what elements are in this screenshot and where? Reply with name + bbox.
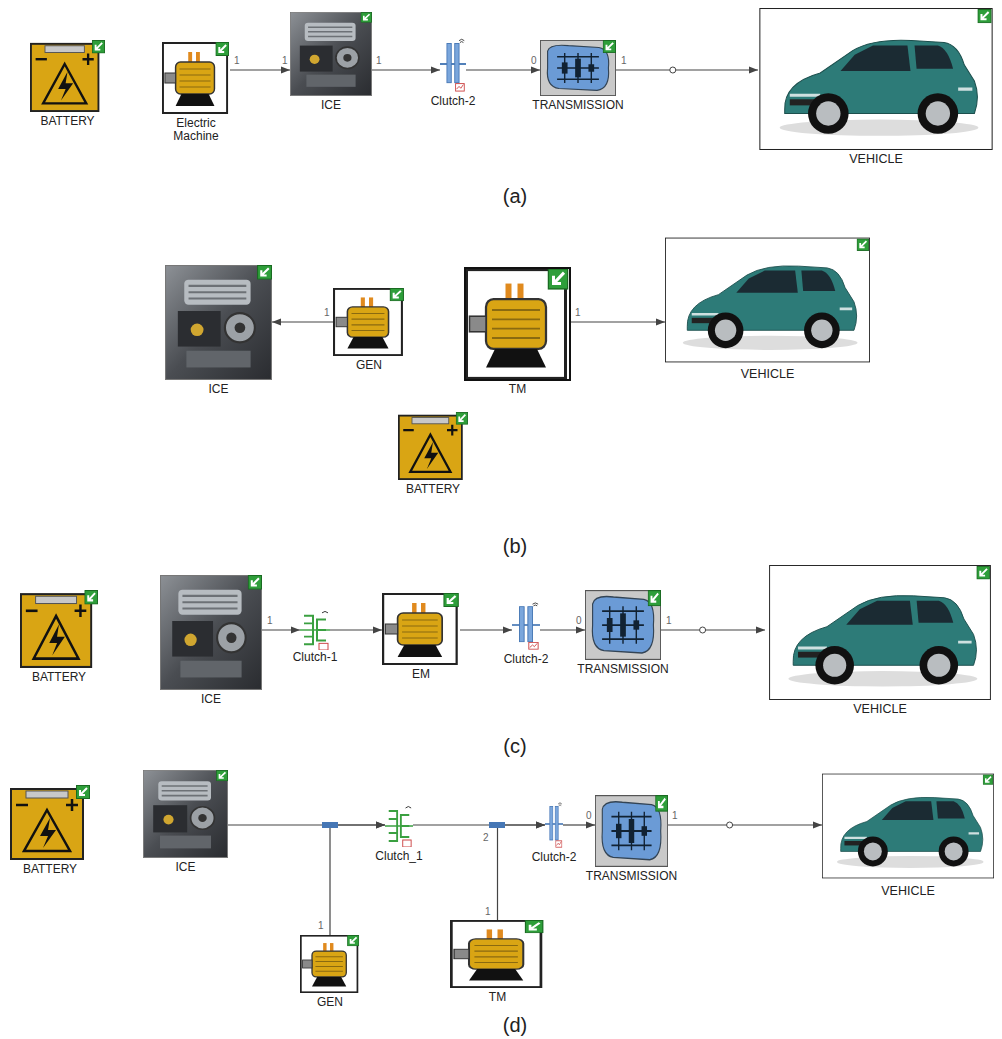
port-number: 0	[576, 615, 582, 626]
node-label: ICE	[208, 383, 228, 396]
component-node: TM	[465, 268, 570, 380]
shaft-connector	[372, 69, 440, 70]
port-number: 2	[483, 832, 489, 843]
component-node: BATTERY	[10, 785, 90, 860]
component-node: VEHICLE	[822, 770, 994, 882]
component-node: Clutch-2	[512, 600, 540, 650]
node-label: Clutch-2	[504, 653, 549, 666]
port-number: 1	[267, 615, 273, 626]
node-label: GEN	[356, 359, 382, 372]
shaft-connector	[330, 629, 382, 630]
shaft-connector	[272, 321, 333, 322]
node-label: TM	[489, 991, 506, 1004]
node-label: ICE	[321, 99, 341, 112]
shaft-connector	[330, 825, 385, 935]
node-label: ICE	[201, 693, 221, 706]
node-label: VEHICLE	[853, 703, 907, 716]
port-number: 1	[234, 55, 240, 66]
port-number: 1	[485, 906, 491, 917]
node-label: VEHICLE	[741, 368, 795, 381]
shaft-connector	[230, 69, 290, 70]
component-node: VEHICLE	[765, 565, 995, 700]
node-label: TRANSMISSION	[532, 99, 623, 112]
component-node: Clutch_1	[385, 805, 413, 847]
port-number: 1	[282, 55, 288, 66]
component-node: Electric Machine	[162, 42, 230, 114]
panel-caption: (c)	[503, 735, 526, 757]
port-number: 1	[318, 920, 324, 931]
node-label: Electric Machine	[156, 117, 236, 143]
node-label: Clutch-1	[293, 651, 338, 664]
node-label: GEN	[317, 996, 343, 1009]
node-label: TM	[509, 383, 526, 396]
component-node: VEHICLE	[758, 8, 994, 150]
node-label: Clutch_1	[375, 850, 422, 863]
component-node: TM	[450, 920, 545, 988]
port-number: 1	[575, 307, 581, 318]
shaft-connector	[668, 824, 822, 825]
shaft-connector	[460, 629, 512, 630]
component-node: Clutch-2	[440, 36, 466, 92]
node-label: BATTERY	[23, 863, 77, 876]
component-node: ICE	[165, 265, 272, 380]
port-number: 1	[376, 55, 382, 66]
port-number: 0	[586, 810, 592, 821]
panel-caption: (d)	[503, 1014, 527, 1036]
port-number: 1	[672, 810, 678, 821]
component-node: ICE	[143, 770, 228, 858]
shaft-connector	[616, 69, 758, 70]
component-node: BATTERY	[20, 590, 98, 668]
node-label: ICE	[175, 861, 195, 874]
shaft-connector	[498, 825, 546, 920]
component-node: BATTERY	[398, 412, 468, 480]
node-label: VEHICLE	[849, 153, 903, 166]
component-node: TRANSMISSION	[540, 40, 616, 96]
node-label: VEHICLE	[881, 885, 935, 898]
shaft-connector	[540, 629, 585, 630]
component-node: EM	[382, 593, 460, 665]
panel-caption: (a)	[503, 185, 527, 207]
port-number: 0	[531, 55, 537, 66]
node-label: EM	[412, 668, 430, 681]
shaft-ring	[727, 822, 733, 828]
node-label: BATTERY	[406, 483, 460, 496]
component-node: BATTERY	[30, 40, 105, 112]
port-number: 1	[621, 55, 627, 66]
node-label: TRANSMISSION	[586, 870, 677, 883]
node-label: BATTERY	[40, 115, 94, 128]
shaft-connector	[563, 824, 595, 825]
node-label: Clutch-2	[532, 851, 577, 864]
shaft-ring	[670, 67, 676, 73]
shaft-connector	[661, 629, 765, 630]
port-number: 1	[324, 307, 330, 318]
panel-caption: (b)	[503, 535, 527, 557]
shaft-connector	[262, 629, 300, 630]
node-label: BATTERY	[32, 671, 86, 684]
component-node: ICE	[290, 12, 372, 96]
component-node: TRANSMISSION	[585, 590, 661, 660]
shaft-connector	[570, 321, 665, 322]
component-node: Clutch-1	[300, 612, 330, 648]
shaft-connector	[466, 69, 540, 70]
component-node: ICE	[160, 575, 262, 690]
port-number: 1	[666, 615, 672, 626]
component-node: GEN	[333, 288, 405, 356]
component-node: VEHICLE	[665, 235, 870, 365]
shaft-ring	[700, 627, 706, 633]
component-node: TRANSMISSION	[595, 795, 668, 867]
node-label: TRANSMISSION	[577, 663, 668, 676]
component-node: GEN	[300, 935, 360, 993]
component-node: Clutch-2	[545, 800, 563, 848]
node-label: Clutch-2	[431, 95, 476, 108]
